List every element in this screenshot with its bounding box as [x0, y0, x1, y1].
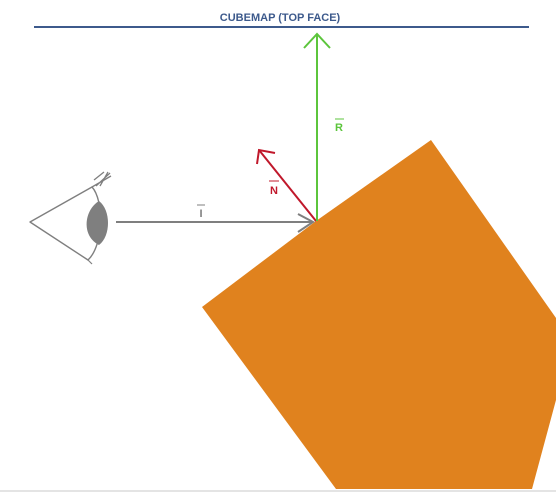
eye-icon	[29, 171, 112, 265]
reflected-vector-label: R	[335, 122, 343, 134]
reflecting-surface	[202, 140, 556, 489]
incident-vector	[116, 213, 315, 233]
incident-vector-label: I	[199, 208, 202, 220]
normal-vector	[256, 148, 317, 222]
reflected-vector	[303, 32, 331, 221]
diagram-title: CUBEMAP (TOP FACE)	[220, 12, 341, 24]
normal-vector-label: N	[270, 185, 278, 197]
